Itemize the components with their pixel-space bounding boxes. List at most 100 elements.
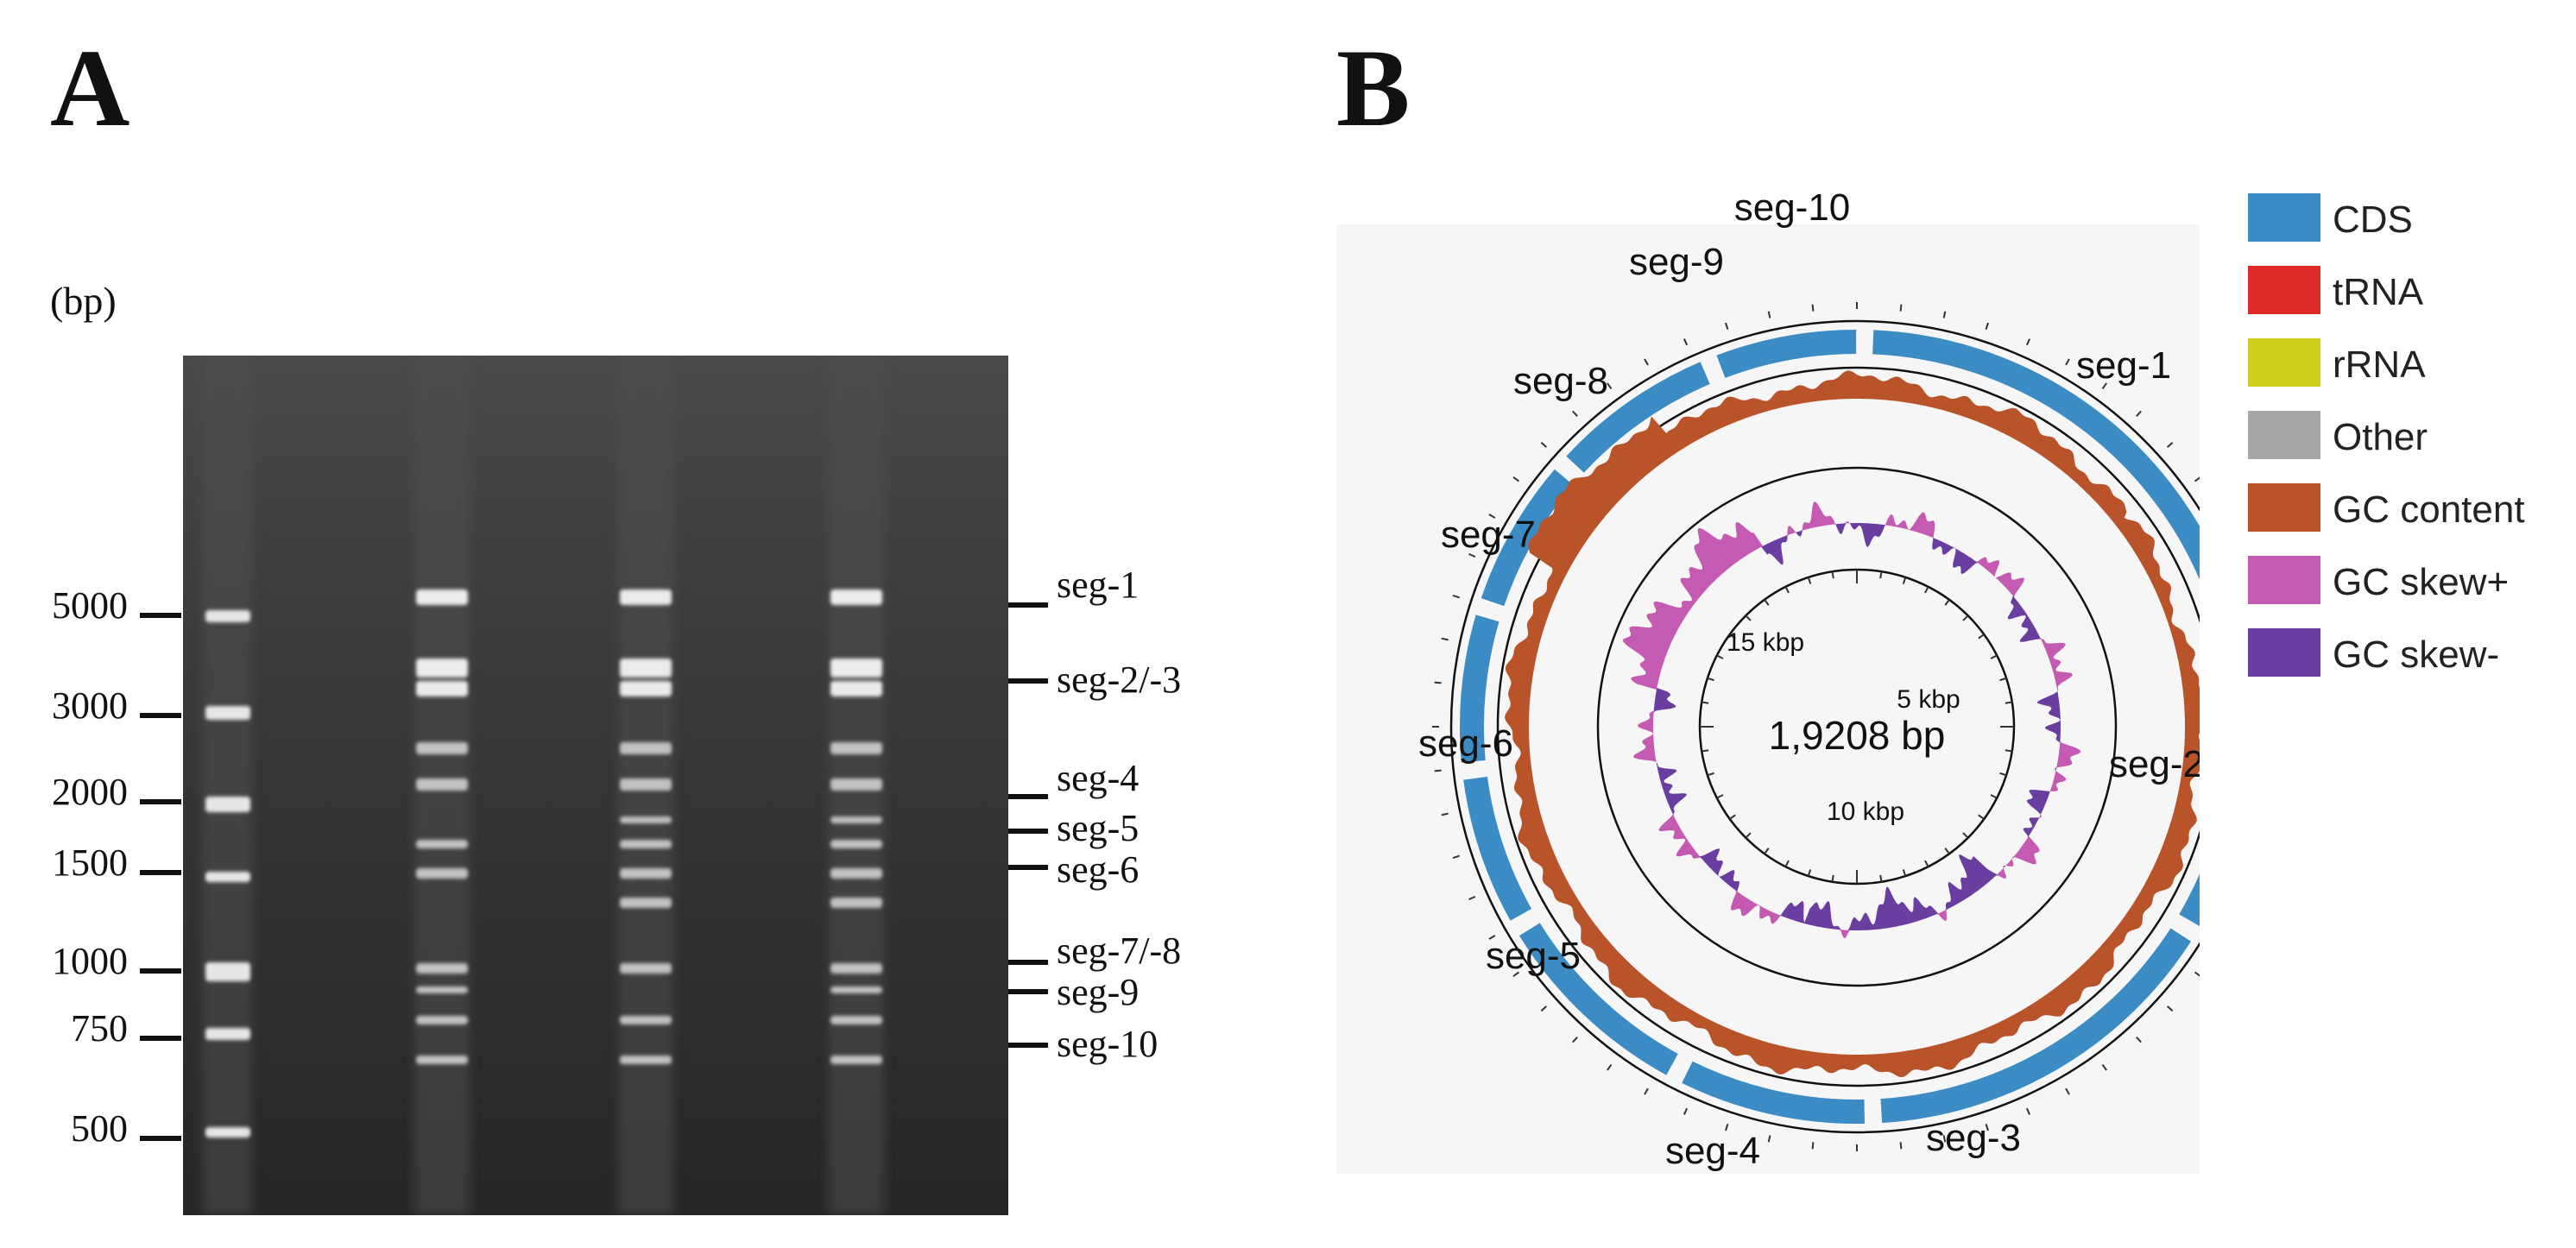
cds-arc bbox=[1481, 469, 1574, 607]
outer-scale-tick bbox=[1572, 410, 1578, 417]
outer-scale-tick bbox=[2167, 442, 2174, 448]
legend-label: rRNA bbox=[2333, 344, 2426, 386]
gel-band bbox=[620, 868, 672, 879]
outer-scale-tick bbox=[1434, 681, 1442, 684]
outer-scale-tick bbox=[2101, 382, 2107, 390]
outer-scale-tick bbox=[1767, 1135, 1771, 1143]
segment-tick bbox=[1008, 865, 1048, 870]
legend-label: CDS bbox=[2333, 199, 2413, 241]
outer-scale-tick bbox=[1725, 322, 1729, 330]
ladder-label-750: 750 bbox=[71, 1007, 128, 1049]
gel-band bbox=[620, 1016, 672, 1024]
kbp-label-15: 15 kbp bbox=[1727, 628, 1804, 657]
outer-scale-tick bbox=[1644, 358, 1649, 366]
scale-tick bbox=[1879, 874, 1883, 882]
outer-scale-tick bbox=[1811, 304, 1815, 312]
legend-label: GC skew+ bbox=[2333, 561, 2510, 603]
gel-band bbox=[620, 681, 672, 696]
gel-band bbox=[416, 1056, 468, 1064]
scale-tick bbox=[1745, 615, 1752, 621]
ladder-tick bbox=[140, 1136, 181, 1141]
outer-scale-tick bbox=[2194, 971, 2200, 977]
map-segment-label: seg-4 bbox=[1665, 1130, 1760, 1172]
gel-band bbox=[830, 589, 882, 605]
gel-band bbox=[416, 681, 468, 696]
outer-scale-tick bbox=[2025, 1107, 2031, 1115]
ladder-tick bbox=[140, 1036, 181, 1041]
scale-tick bbox=[1978, 633, 1985, 640]
legend-item-other: Other bbox=[2248, 411, 2576, 459]
gel-band bbox=[830, 868, 882, 879]
gel-band bbox=[620, 963, 672, 974]
gel-band bbox=[830, 816, 882, 823]
legend-label: tRNA bbox=[2333, 271, 2424, 313]
legend-swatch bbox=[2248, 483, 2320, 532]
gel-band bbox=[830, 778, 882, 791]
scale-tick bbox=[1962, 832, 1969, 839]
gel-band bbox=[830, 840, 882, 848]
cds-arc bbox=[1716, 330, 1857, 378]
outer-scale-tick bbox=[2136, 410, 2142, 417]
gel-band bbox=[205, 1127, 250, 1138]
outer-scale-tick bbox=[1512, 476, 1520, 482]
gel-band bbox=[830, 898, 882, 908]
scale-tick bbox=[1745, 832, 1752, 839]
segment-tick bbox=[1008, 602, 1048, 608]
gel-band bbox=[416, 742, 468, 754]
outer-scale-tick bbox=[2065, 1087, 2070, 1095]
ring-middle bbox=[1596, 466, 2118, 987]
outer-scale-tick bbox=[2194, 476, 2200, 482]
gel-band bbox=[416, 868, 468, 879]
gel-band bbox=[416, 589, 468, 605]
legend-item-gc-content: GC content bbox=[2248, 483, 2576, 532]
scale-tick bbox=[2005, 749, 2012, 753]
gel-band bbox=[205, 610, 250, 622]
outer-scale-tick bbox=[1683, 338, 1689, 346]
legend-swatch bbox=[2248, 556, 2320, 604]
outer-scale-tick bbox=[1607, 1063, 1613, 1071]
ladder-label-1000: 1000 bbox=[52, 940, 128, 982]
scale-tick bbox=[1924, 586, 1929, 594]
gel-band bbox=[416, 659, 468, 678]
gel-band bbox=[620, 589, 672, 605]
outer-scale-tick bbox=[1488, 935, 1496, 940]
outer-scale-tick bbox=[1468, 895, 1476, 901]
outer-scale-tick bbox=[2065, 358, 2070, 366]
ladder-label-2000: 2000 bbox=[52, 771, 128, 813]
scale-tick bbox=[1902, 869, 1907, 877]
segment-tick bbox=[1008, 1043, 1048, 1048]
map-segment-label: seg-9 bbox=[1629, 241, 1724, 283]
ladder-label-1500: 1500 bbox=[52, 841, 128, 884]
legend-label: Other bbox=[2333, 416, 2428, 458]
gel-segment-label: seg-6 bbox=[1057, 848, 1140, 891]
scale-tick bbox=[1978, 814, 1985, 820]
outer-scale-tick bbox=[1540, 1005, 1547, 1012]
segment-tick bbox=[1008, 960, 1048, 965]
legend-item-cds: CDS bbox=[2248, 193, 2576, 242]
outer-scale-tick bbox=[2025, 338, 2031, 346]
ladder-tick bbox=[140, 799, 181, 804]
outer-scale-tick bbox=[1512, 971, 1520, 977]
map-segment-label: seg-5 bbox=[1486, 935, 1581, 977]
outer-scale-tick bbox=[1468, 552, 1476, 558]
legend-label: GC content bbox=[2333, 488, 2525, 531]
outer-scale-tick bbox=[2136, 1037, 2142, 1043]
gel-band bbox=[620, 816, 672, 823]
scale-tick bbox=[1831, 571, 1834, 579]
gel-band bbox=[620, 898, 672, 908]
gel-segment-label: seg-4 bbox=[1057, 757, 1140, 799]
legend-item-trna: tRNA bbox=[2248, 266, 2576, 314]
legend-swatch bbox=[2248, 193, 2320, 242]
scale-tick bbox=[1990, 654, 1998, 659]
outer-scale-tick bbox=[1985, 1124, 1989, 1131]
gel-band bbox=[205, 797, 250, 812]
ring-outer bbox=[1449, 319, 2200, 1134]
outer-scale-tick bbox=[1683, 1107, 1689, 1115]
gel-band bbox=[416, 963, 468, 974]
legend-swatch bbox=[2248, 628, 2320, 677]
gel-band bbox=[830, 1016, 882, 1024]
outer-scale-tick bbox=[1607, 382, 1613, 390]
gel-band bbox=[205, 706, 250, 720]
scale-tick bbox=[1999, 772, 2007, 777]
ring-gc-base bbox=[1496, 366, 2200, 1087]
